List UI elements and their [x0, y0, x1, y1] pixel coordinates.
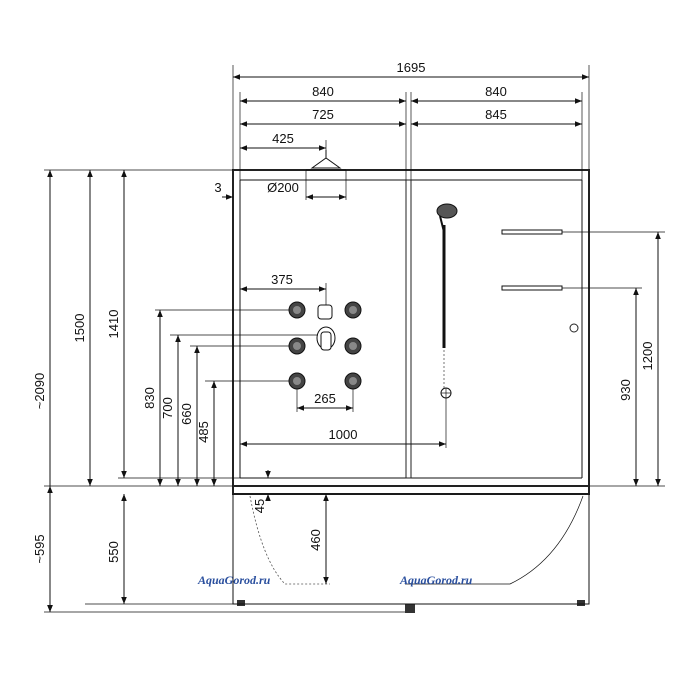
- jet-icon: [288, 337, 306, 355]
- shelf-upper: [501, 229, 563, 235]
- shelves: [501, 229, 665, 291]
- hand-shower-icon: [436, 203, 458, 399]
- overhead-shower-icon: [306, 150, 346, 171]
- tray-rim: [232, 485, 590, 495]
- dim-height-1500: 1500: [72, 314, 87, 343]
- interior-dimensions: 375 265 1000: [240, 272, 447, 448]
- dim-left-width: 840: [312, 84, 334, 99]
- jet-icon: [288, 372, 306, 390]
- body-jets: [288, 301, 362, 390]
- dim-right-inner: 845: [485, 107, 507, 122]
- dim-left-inner: 725: [312, 107, 334, 122]
- dim-tray-width: 1000: [329, 427, 358, 442]
- dim-tray-460: 460: [308, 529, 323, 551]
- tray-dimensions: 45 460: [252, 470, 329, 584]
- shelf-lower: [501, 285, 563, 291]
- right-vertical-dimensions: 1200 930: [589, 232, 665, 487]
- jet-icon: [344, 301, 362, 319]
- dim-height-1410: 1410: [106, 310, 121, 339]
- door-handle-icon: [569, 323, 579, 333]
- dim-mixer-offset: 375: [271, 272, 293, 287]
- cabin-body: [232, 169, 590, 613]
- dim-jet-spacing: 265: [314, 391, 336, 406]
- dim-head-diameter: Ø200: [267, 180, 299, 195]
- dim-shelf-h1: 1200: [640, 342, 655, 371]
- dim-step-45: 45: [252, 499, 267, 513]
- tray-base: [232, 493, 590, 605]
- watermark-left: AquaGorod.ru: [197, 573, 271, 587]
- dim-overall-width: 1695: [397, 60, 426, 75]
- dim-shelf-h2: 930: [618, 379, 633, 401]
- foot-left: [237, 600, 245, 606]
- dim-tray-height: 550: [106, 541, 121, 563]
- dim-jet-h2: 700: [160, 397, 175, 419]
- dim-right-width: 840: [485, 84, 507, 99]
- top-dimensions: 1695 840 840 725 845 425 3 Ø200: [214, 60, 590, 200]
- jet-icon: [344, 337, 362, 355]
- dim-total-height: ~2090: [32, 373, 47, 410]
- dim-jet-h4: 485: [196, 421, 211, 443]
- mixer-icon: [316, 304, 336, 351]
- drain-foot: [405, 604, 415, 613]
- dim-base-height: ~595: [32, 534, 47, 563]
- jet-icon: [288, 301, 306, 319]
- tub-curve-left: [249, 495, 330, 585]
- jet-icon: [344, 372, 362, 390]
- door-divider: [405, 179, 412, 479]
- dim-jet-h1: 830: [142, 387, 157, 409]
- dim-shower-head-offset: 425: [272, 131, 294, 146]
- tub-curve-right: [405, 495, 584, 585]
- watermark-right: AquaGorod.ru: [399, 573, 473, 587]
- foot-right: [577, 600, 585, 606]
- dim-jet-h3: 660: [179, 403, 194, 425]
- dim-wall-thickness: 3: [214, 180, 221, 195]
- left-vertical-dimensions: ~2090 1500 1410 830 700 660 485 ~595 550: [32, 169, 405, 613]
